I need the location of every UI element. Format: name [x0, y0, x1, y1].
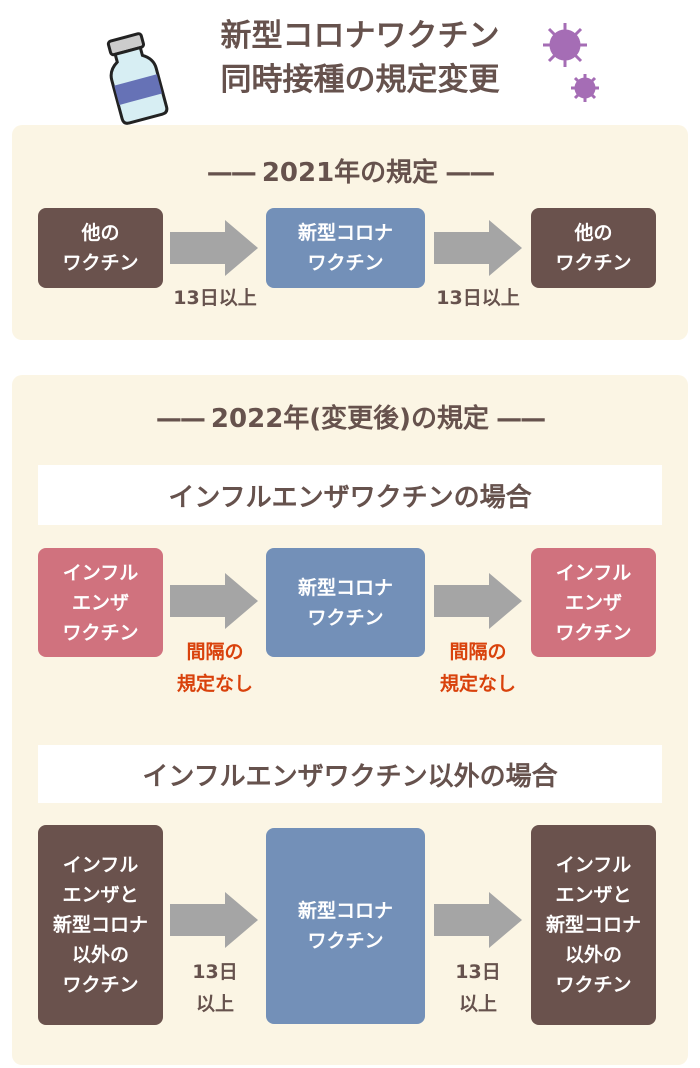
- interval-label: 13日以上: [436, 287, 520, 309]
- page-title-line2: 同時接種の規定変更: [220, 62, 500, 98]
- case-flu-title: インフルエンザワクチンの場合: [38, 465, 662, 525]
- arrow-right-icon: [434, 573, 522, 629]
- box-other-vaccine-after: 他のワクチン: [531, 208, 656, 288]
- interval-label: 13日以上: [455, 961, 501, 1015]
- box-other-vaccine-after: インフルエンザと新型コロナ以外のワクチン: [531, 825, 656, 1025]
- heading-2022: —— 2022年(変更後)の規定 ——: [155, 404, 546, 434]
- box-covid-vaccine: 新型コロナワクチン: [266, 548, 425, 657]
- no-interval-label: 間隔の規定なし: [439, 641, 516, 695]
- arrow-right-icon: [170, 573, 258, 629]
- interval-label: 13日以上: [173, 287, 257, 309]
- arrow-right-icon: [434, 892, 522, 948]
- box-flu-vaccine-after: インフルエンザワクチン: [531, 548, 656, 657]
- no-interval-label: 間隔の規定なし: [176, 641, 253, 695]
- arrow-right-icon: [170, 892, 258, 948]
- box-other-vaccine-before: インフルエンザと新型コロナ以外のワクチン: [38, 825, 163, 1025]
- box-covid-vaccine: 新型コロナワクチン: [266, 208, 425, 288]
- page-title-line1: 新型コロナワクチン: [220, 18, 500, 54]
- box-flu-vaccine-before: インフルエンザワクチン: [38, 548, 163, 657]
- arrow-right-icon: [434, 220, 522, 276]
- case-other-title: インフルエンザワクチン以外の場合: [38, 745, 662, 803]
- heading-2021: —— 2021年の規定 ——: [206, 158, 496, 188]
- box-covid-vaccine: 新型コロナワクチン: [266, 828, 425, 1024]
- arrow-right-icon: [170, 220, 258, 276]
- virus-icon: [543, 23, 599, 102]
- interval-label: 13日以上: [192, 961, 238, 1015]
- vaccine-vial-icon: [106, 32, 169, 125]
- box-other-vaccine-before: 他のワクチン: [38, 208, 163, 288]
